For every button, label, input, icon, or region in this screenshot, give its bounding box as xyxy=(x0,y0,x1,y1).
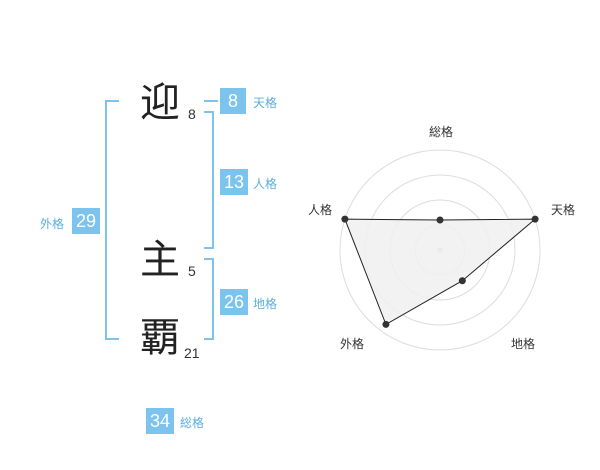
stroke-count-3: 21 xyxy=(184,345,200,361)
gaikaku-bracket-vertical xyxy=(105,100,107,340)
stroke-count-2: 5 xyxy=(188,263,196,279)
gaikaku-bracket-bottom xyxy=(105,338,119,340)
radar-axis-label-jinkaku: 人格 xyxy=(308,203,333,217)
radar-point-4 xyxy=(341,215,349,223)
name-char-3: 覇 xyxy=(140,315,180,361)
chikaku-label: 地格 xyxy=(253,297,278,311)
chikaku-bracket-top xyxy=(204,258,214,260)
jinkaku-label: 人格 xyxy=(253,177,278,191)
soukaku-badge: 34 xyxy=(146,408,174,434)
tenkaku-bracket xyxy=(204,100,218,102)
radar-point-0 xyxy=(436,216,444,224)
name-char-1: 迎 xyxy=(140,80,180,126)
gaikaku-bracket-top xyxy=(105,100,119,102)
tenkaku-label: 天格 xyxy=(253,96,278,110)
soukaku-label: 総格 xyxy=(180,416,205,430)
chikaku-bracket-bottom xyxy=(204,338,214,340)
jinkaku-bracket-vertical xyxy=(212,111,214,249)
tenkaku-badge: 8 xyxy=(220,88,246,114)
radar-ring xyxy=(339,149,541,351)
radar-axis-label-chikaku: 地格 xyxy=(511,337,536,351)
radar-point-3 xyxy=(382,320,390,328)
jinkaku-bracket-top xyxy=(204,111,214,113)
chikaku-badge: 26 xyxy=(220,289,248,315)
radar-point-1 xyxy=(531,215,539,223)
radar-axis-label-tenkaku: 天格 xyxy=(551,203,576,217)
name-char-2: 主 xyxy=(140,237,180,283)
jinkaku-bracket-bottom xyxy=(204,247,214,249)
gaikaku-label: 外格 xyxy=(40,217,65,231)
radar-series-area xyxy=(344,218,537,326)
radar-point-2 xyxy=(458,277,466,285)
gaikaku-badge: 29 xyxy=(72,208,100,234)
chikaku-bracket-vertical xyxy=(212,258,214,340)
radar-axis-label-gaikaku: 外格 xyxy=(340,337,365,351)
radar-axis-label-soukaku: 総格 xyxy=(429,125,454,139)
jinkaku-badge: 13 xyxy=(220,169,248,195)
stroke-count-1: 8 xyxy=(188,106,196,122)
